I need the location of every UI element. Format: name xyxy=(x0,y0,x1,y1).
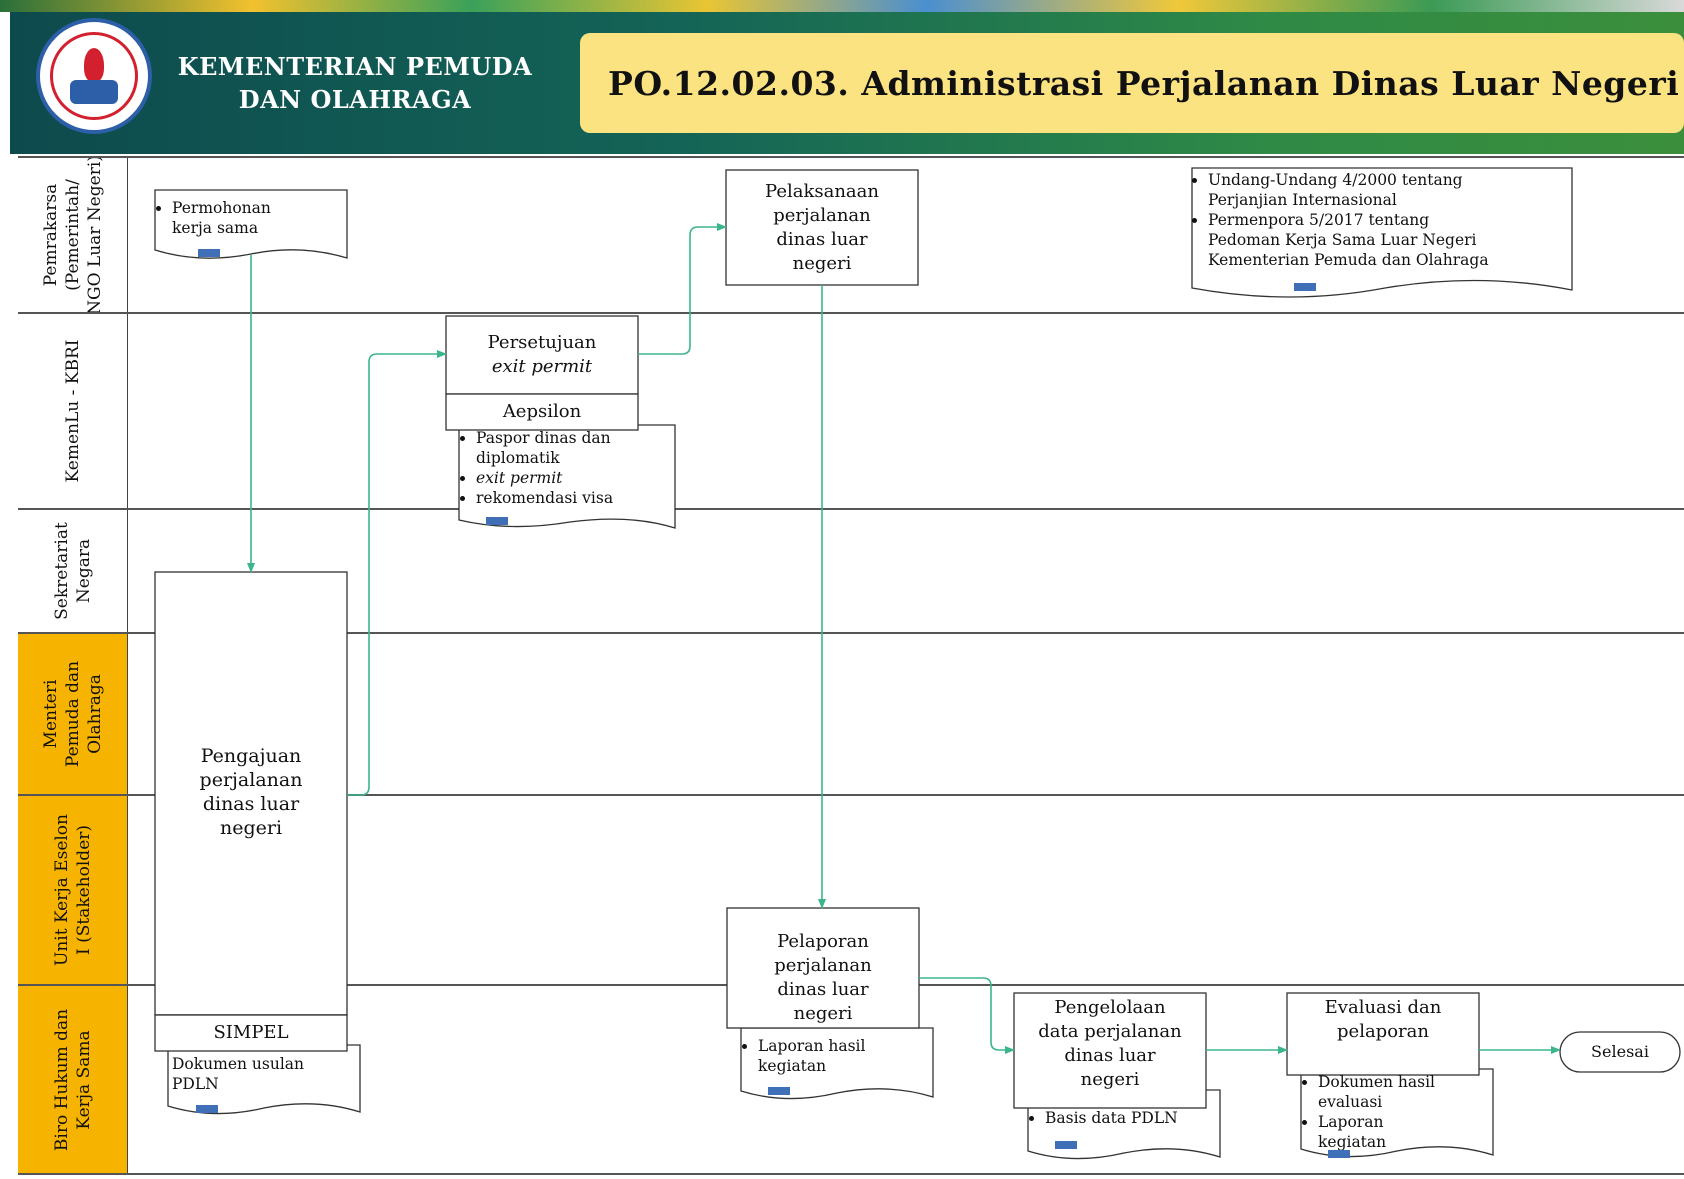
org-line-1: KEMENTERIAN PEMUDA xyxy=(177,52,533,81)
lane-divider xyxy=(18,508,1684,510)
lane-divider xyxy=(18,312,1684,314)
top-color-stripe xyxy=(0,0,1684,12)
doc-basis-data-text: Basis data PDLN xyxy=(1031,1108,1217,1154)
process-pengajuan-system-label: SIMPEL xyxy=(213,1022,289,1043)
lane-divider xyxy=(18,156,1684,158)
arrow-right-icon xyxy=(768,1087,790,1095)
lane-divider xyxy=(18,632,1684,634)
connector-pelaporan-to-pengelolaan xyxy=(919,977,1015,1054)
arrow-right-icon xyxy=(196,1105,218,1113)
arrow-right-icon xyxy=(486,517,508,525)
doc-laporan-hasil-shape xyxy=(740,1027,934,1100)
process-pengajuan-system-box xyxy=(154,1014,348,1052)
doc-paspor-shape xyxy=(458,424,676,529)
arrow-left-icon xyxy=(1294,283,1316,291)
doc-dokumen-evaluasi-shape xyxy=(1300,1068,1494,1158)
title-box: PO.12.02.03. Administrasi Perjalanan Din… xyxy=(580,33,1684,133)
doc-permohonan-shape xyxy=(154,189,348,259)
process-persetujuan-system-box xyxy=(445,393,639,431)
connector-pengajuan-to-persetujuan xyxy=(347,350,447,796)
process-pelaksanaan-box xyxy=(725,169,919,286)
page-title: PO.12.02.03. Administrasi Perjalanan Din… xyxy=(608,63,1680,103)
lane-label-pemrakarsa: Pemrakarsa(Pemerintah/NGO Luar Negeri) xyxy=(18,155,128,314)
ministry-logo xyxy=(36,18,152,134)
terminator-selesai-label: Selesai xyxy=(1591,1042,1649,1061)
lane-divider xyxy=(18,794,1684,796)
connector-persetujuan-to-pelaksanaan xyxy=(638,223,727,355)
arrow-right-icon xyxy=(1328,1150,1350,1158)
lane-divider xyxy=(18,1173,1684,1175)
process-pengajuan-box xyxy=(154,571,348,1016)
process-persetujuan-system-label: Aepsilon xyxy=(502,401,582,422)
doc-dokumen-usulan-shape xyxy=(167,1044,361,1115)
process-pengelolaan-box xyxy=(1013,992,1207,1109)
process-persetujuan-box xyxy=(445,315,639,395)
process-evaluasi-box xyxy=(1286,992,1480,1076)
arrow-right-icon xyxy=(1055,1141,1077,1149)
doc-dokumen-usulan-text: Dokumen usulan PDLN xyxy=(172,1054,358,1118)
org-line-2: DAN OLAHRAGA xyxy=(238,85,472,114)
process-pelaporan-box xyxy=(726,907,920,1029)
lane-label-kemenlu: KemenLu - KBRI xyxy=(18,313,128,509)
arrow-left-icon xyxy=(198,249,220,257)
doc-regulasi-shape xyxy=(1191,167,1573,298)
organization-name: KEMENTERIAN PEMUDA DAN OLAHRAGA xyxy=(170,50,540,116)
